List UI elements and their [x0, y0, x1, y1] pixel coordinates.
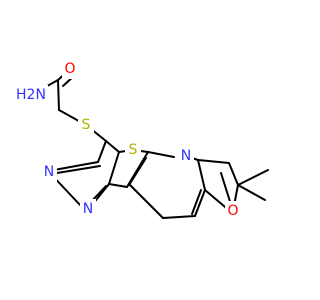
bond-line — [108, 183, 128, 188]
bond-line — [191, 189, 202, 215]
atom-pyridine-n: N — [178, 146, 194, 166]
atom-label-pyrimidine-n2: N — [83, 201, 93, 217]
bond-line — [237, 184, 266, 201]
atom-pyrimidine-n1: N — [41, 162, 57, 182]
bond-line — [162, 215, 196, 219]
atom-label-carbonyl-o: O — [64, 61, 75, 77]
bond-line — [197, 159, 206, 191]
bond-line — [97, 140, 107, 163]
atom-pyran-o: O — [225, 201, 241, 221]
atom-thioether-s: S — [78, 115, 94, 135]
bond-line — [57, 79, 60, 111]
atom-label-pyran-o: O — [227, 203, 238, 219]
atom-carbonyl-o: O — [62, 59, 78, 79]
bond-line — [129, 184, 164, 219]
bond-layer — [30, 68, 269, 219]
bond-line — [237, 169, 269, 186]
atom-label-pyrimidine-n1: N — [44, 164, 54, 180]
bond-line — [147, 151, 175, 158]
bond-line — [194, 189, 206, 217]
bond-line — [53, 161, 99, 171]
molecule-structure-diagram: H2N O S S N N N O — [14, 59, 269, 221]
atom-label-thioether-s: S — [82, 117, 91, 133]
atom-amide-nh2: H2N — [14, 85, 48, 105]
bond-line — [56, 165, 101, 174]
atom-label-pyridine-n: N — [181, 148, 191, 164]
bond-line — [128, 157, 147, 186]
bond-line — [105, 140, 120, 153]
bond-line — [108, 151, 120, 185]
atom-label-thiophene-s: S — [129, 142, 138, 158]
bond-line — [197, 159, 230, 164]
atom-label-layer: H2N O S S N N N O — [14, 59, 241, 221]
bond-line — [228, 162, 239, 186]
atom-pyrimidine-n2: N — [80, 199, 96, 219]
atom-thiophene-s: S — [125, 140, 141, 160]
atom-label-amide-nh2: H2N — [16, 87, 46, 103]
